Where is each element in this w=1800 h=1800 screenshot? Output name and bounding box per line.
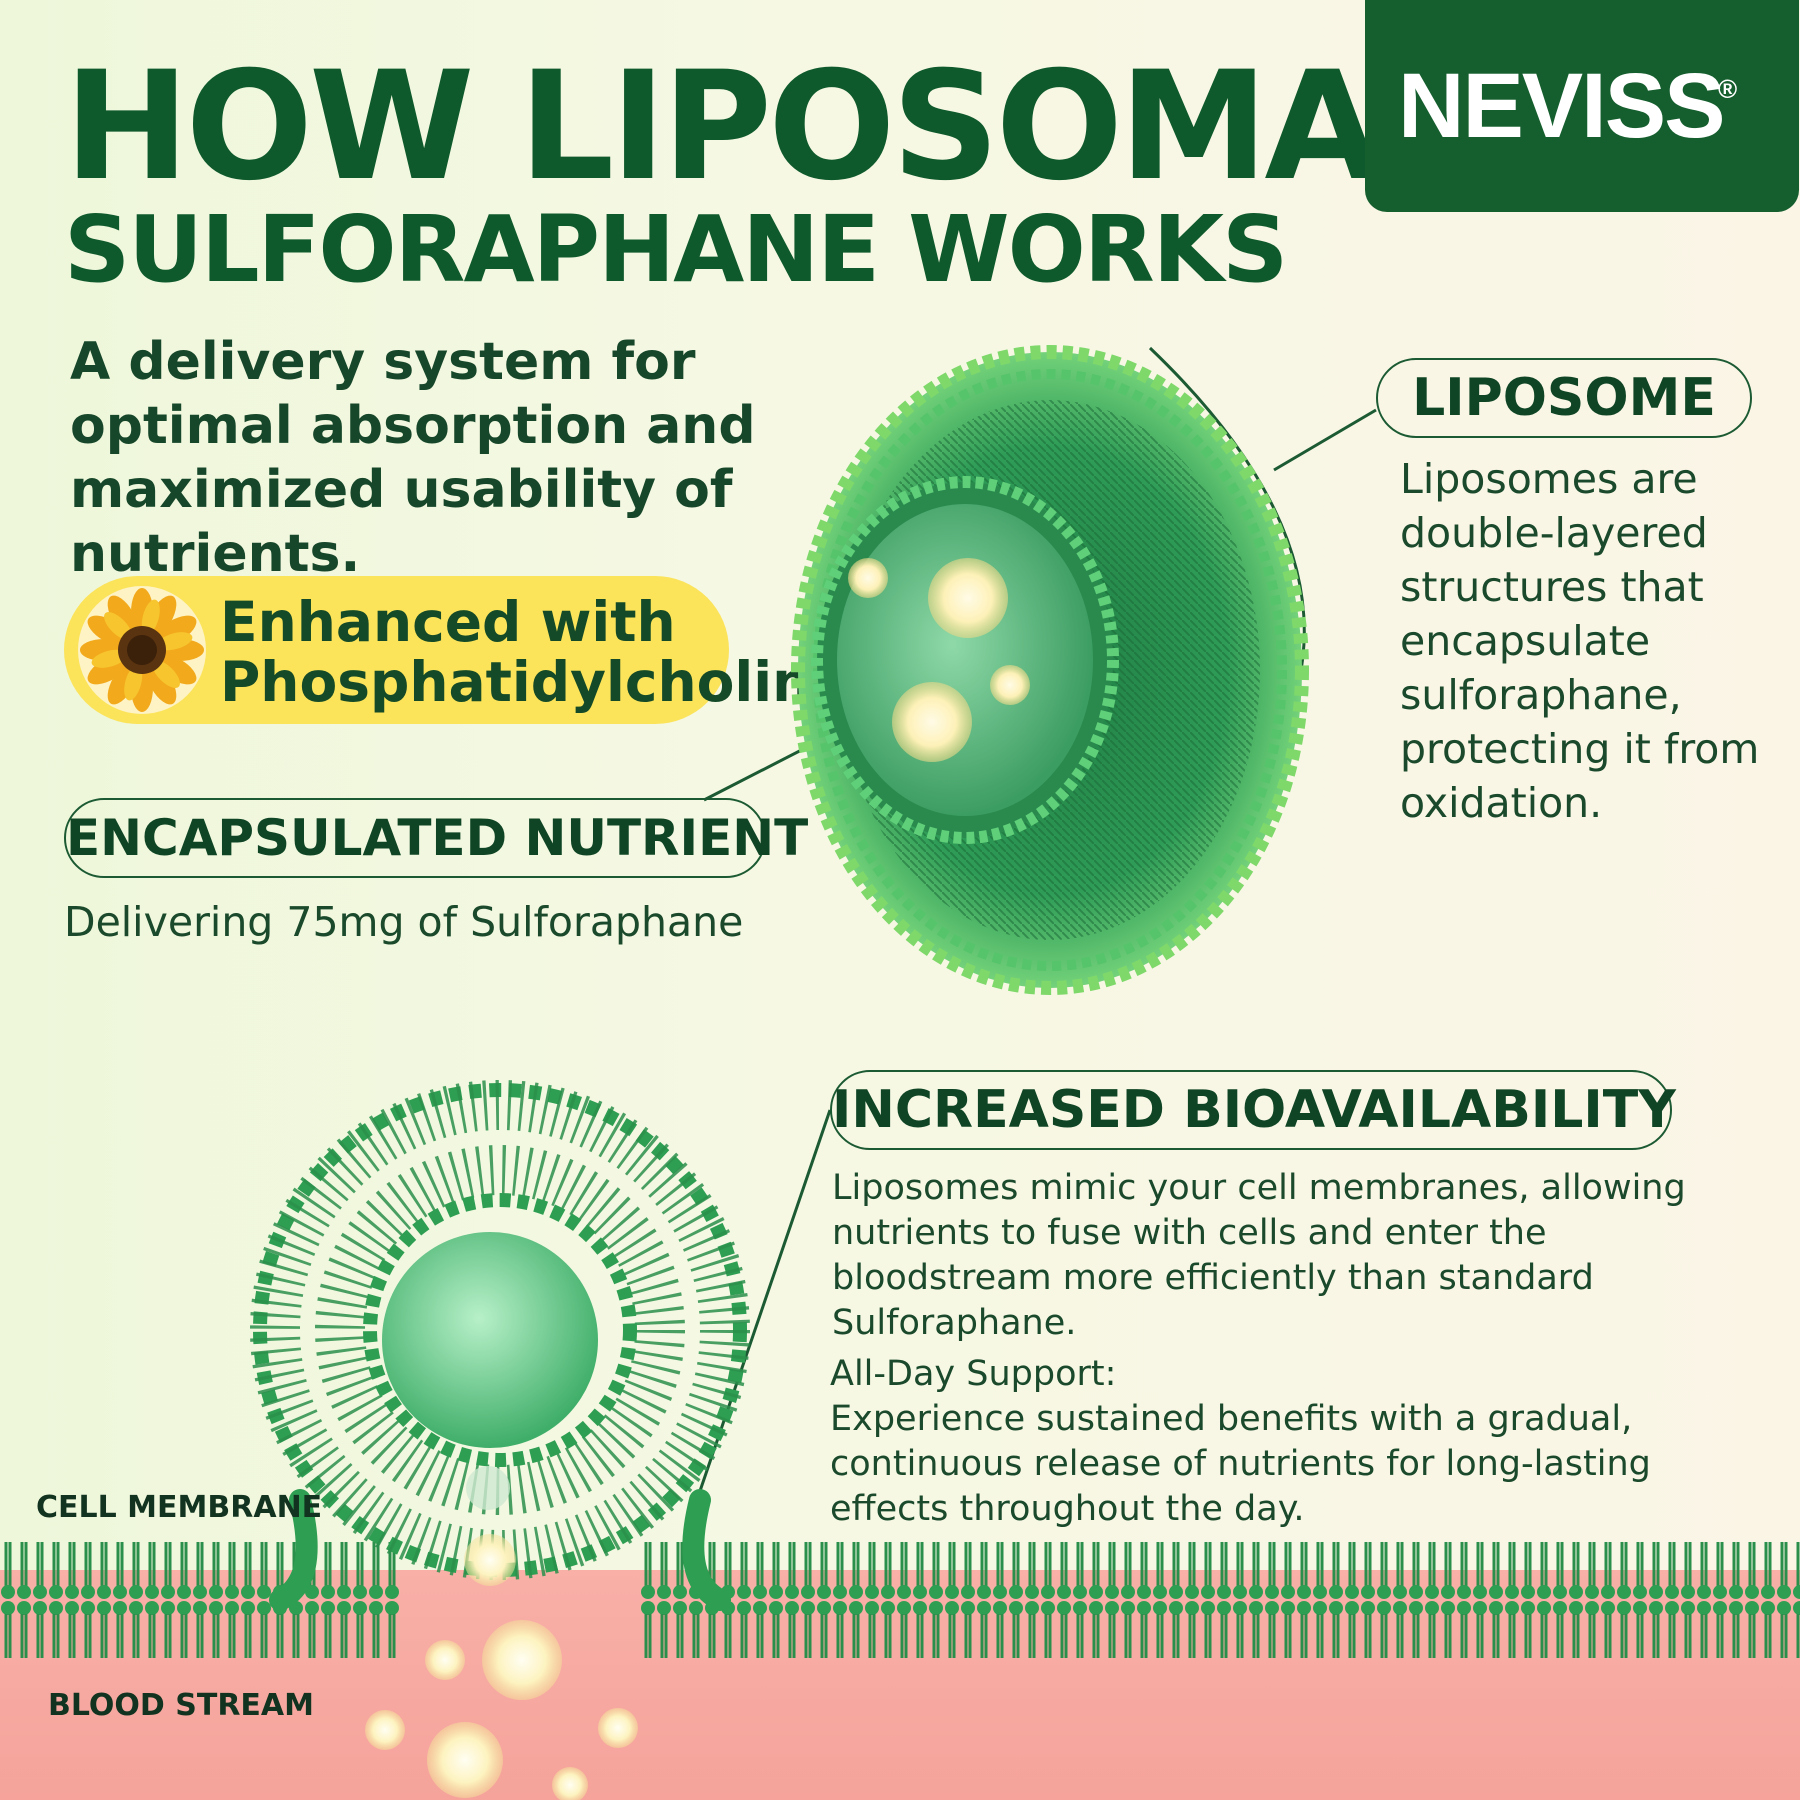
title-line-2: SULFORAPHANE WORKS <box>64 196 1288 303</box>
brand-logo-box <box>1365 0 1799 212</box>
bioavailability-label: INCREASED BIOAVAILABILITY <box>830 1070 1676 1150</box>
subtitle: A delivery system for optimal absorption… <box>70 332 756 584</box>
all-day-support: All-Day Support: Experience sustained be… <box>830 1352 1770 1532</box>
all-day-support-title: All-Day Support: <box>830 1354 1117 1394</box>
sunflower-icon <box>78 586 206 714</box>
liposome-description: Liposomes are double-layered structures … <box>1400 455 1760 827</box>
title-line-1: HOW LIPOSOMAL <box>64 40 1472 214</box>
encapsulated-nutrient-description: Delivering 75mg of Sulforaphane <box>64 898 744 946</box>
enhanced-line-2: Phosphatidylcholine <box>220 650 849 714</box>
liposome-illustration <box>791 345 1309 995</box>
enhanced-text: Enhanced with Phosphatidylcholine <box>220 592 849 712</box>
enhanced-line-1: Enhanced with <box>220 590 676 654</box>
blood-stream-label: BLOOD STREAM <box>48 1688 315 1723</box>
cell-membrane-label: CELL MEMBRANE <box>36 1490 323 1525</box>
all-day-support-text: Experience sustained benefits with a gra… <box>830 1399 1651 1529</box>
bioavailability-description: Liposomes mimic your cell membranes, all… <box>832 1168 1686 1343</box>
sunflower-graphic <box>80 588 204 712</box>
liposome-label: LIPOSOME <box>1376 358 1752 438</box>
brand-logo-text: NEVISS <box>1398 55 1725 157</box>
cell-membrane-illustration <box>0 1080 1800 1800</box>
registered-mark: ® <box>1718 74 1738 104</box>
encapsulated-nutrient-label: ENCAPSULATED NUTRIENT <box>64 798 808 878</box>
